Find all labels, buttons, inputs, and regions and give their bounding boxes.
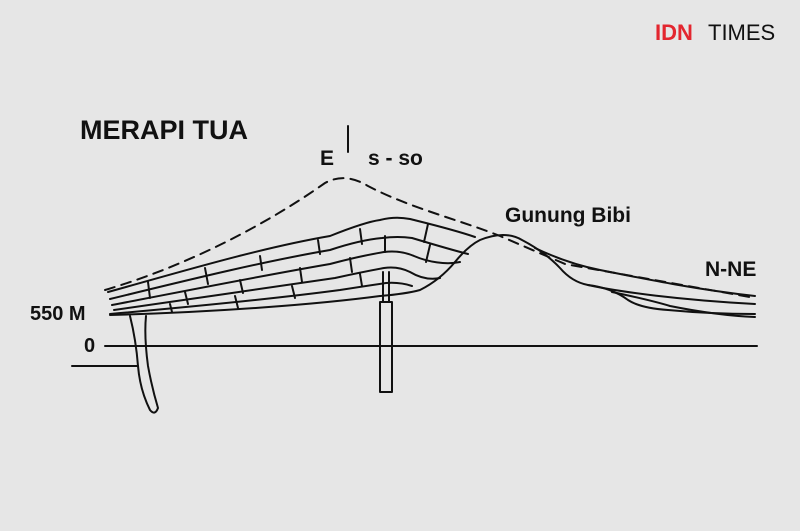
direction-e-label: E <box>320 147 334 170</box>
stratum-line-3 <box>111 250 461 306</box>
logo-idn: IDN <box>655 20 693 45</box>
bibi-flank-upper <box>534 247 756 297</box>
central-conduit <box>379 301 393 393</box>
logo-times: TIMES <box>708 20 775 45</box>
inner-cone-base <box>109 261 456 316</box>
diagram-title: MERAPI TUA <box>80 115 248 145</box>
elevation-zero-label: 0 <box>84 335 95 357</box>
stratum-line-1 <box>107 216 476 293</box>
gunung-bibi-label: Gunung Bibi <box>505 204 631 227</box>
direction-nne-label: N-NE <box>705 258 756 281</box>
gunung-bibi-dome <box>454 234 756 305</box>
stratum-line-2 <box>109 236 469 300</box>
ancient-profile-dashed <box>104 177 756 299</box>
bibi-flank-base <box>611 291 756 318</box>
elevation-550m-label: 550 M <box>30 303 86 325</box>
strata-hatching <box>147 223 431 313</box>
stratum-line-4 <box>113 266 441 311</box>
left-intrusion <box>129 315 159 414</box>
direction-sso-label: s - so <box>368 147 423 170</box>
stratum-line-5 <box>109 281 413 315</box>
